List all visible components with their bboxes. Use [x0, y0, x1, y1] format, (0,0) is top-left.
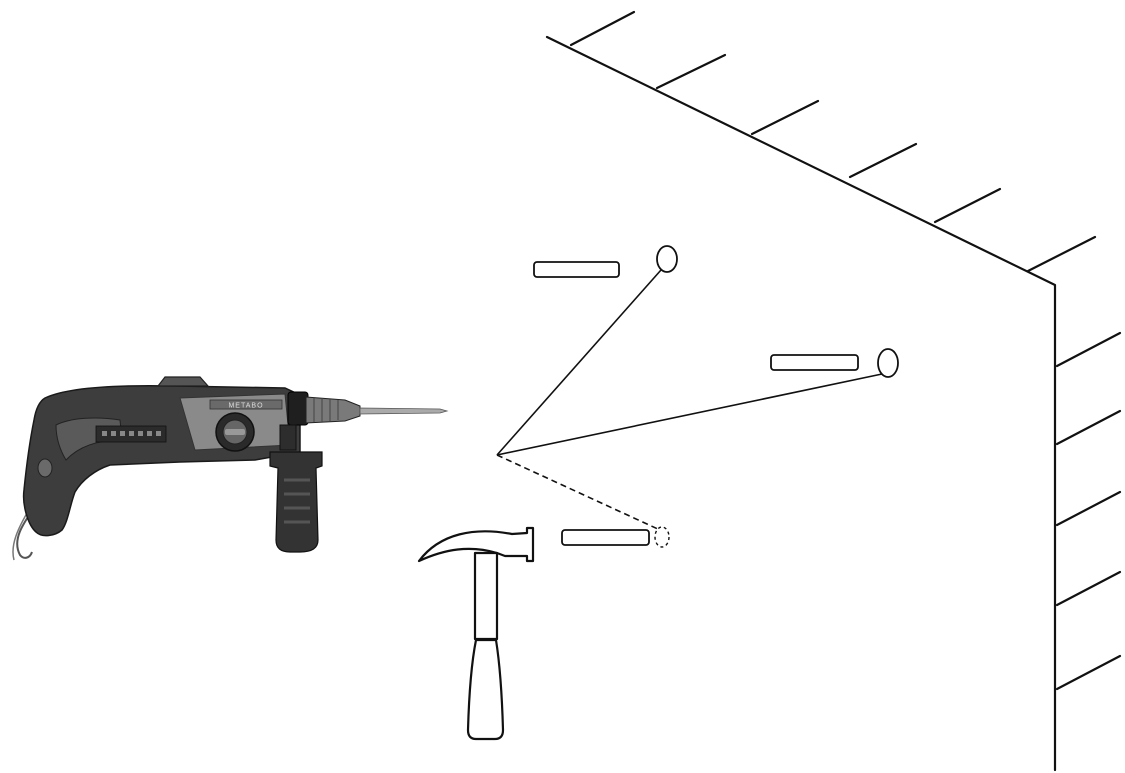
middle-anchor: [770, 348, 899, 378]
middle-anchor-hole: [877, 348, 899, 378]
lower-anchor: [561, 526, 670, 548]
wall: [545, 10, 1122, 772]
wall-hatching: [569, 10, 1122, 691]
line-to-lower-anchor: [496, 454, 661, 531]
drill-marking: METABO: [228, 403, 263, 410]
connection-lines: [496, 269, 883, 531]
lower-anchor-plug: [561, 529, 650, 546]
upper-anchor: [533, 245, 678, 278]
upper-anchor-hole: [656, 245, 678, 273]
middle-anchor-plug: [770, 354, 859, 371]
line-to-middle-anchor: [496, 373, 883, 456]
line-to-upper-anchor: [496, 269, 662, 456]
lower-anchor-hole: [654, 526, 670, 548]
hammer-icon: [417, 526, 535, 741]
upper-anchor-plug: [533, 261, 620, 278]
drill-icon: METABO: [12, 376, 449, 561]
